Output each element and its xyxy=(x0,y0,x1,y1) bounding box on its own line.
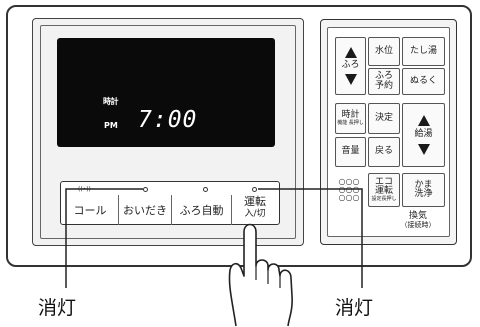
water-level-button[interactable]: 水位 xyxy=(368,37,400,66)
eco-label-1: エコ xyxy=(374,176,393,187)
reheat-button[interactable]: おいだき xyxy=(123,204,167,217)
bath-reserve-button[interactable]: ふろ 予約 xyxy=(368,68,400,95)
bath-reserve-label-1: ふろ xyxy=(374,71,393,82)
lcd-time: 7:00 xyxy=(138,107,198,133)
hot-supply-down-arrow-icon[interactable] xyxy=(417,143,430,155)
led-auto-bath xyxy=(203,187,208,192)
eco-label-2: 運転 xyxy=(374,186,393,197)
bath-label: ふろ xyxy=(341,60,360,71)
tub-clean-button[interactable]: かま 洗浄 xyxy=(402,173,445,207)
lukewarm-button[interactable]: ぬるく xyxy=(402,68,445,95)
right-leader-line xyxy=(258,188,363,288)
left-leader-line xyxy=(65,188,143,288)
led-run xyxy=(252,187,257,192)
callout-light-off-right: 消灯 xyxy=(335,297,374,319)
eco-mode-button[interactable]: エコ 運転 設定長押し xyxy=(368,173,400,207)
clock-button-label: 時計 xyxy=(341,110,360,121)
call-button[interactable]: コール xyxy=(73,204,107,217)
strip-divider xyxy=(118,195,119,225)
add-hot-water-button[interactable]: たし湯 xyxy=(402,37,445,66)
back-button[interactable]: 戻る xyxy=(368,137,400,167)
bath-reserve-label-2: 予約 xyxy=(374,80,393,91)
callout-light-off-left: 消灯 xyxy=(38,297,77,319)
hot-supply-up-arrow-icon[interactable] xyxy=(417,115,430,127)
ventilation-button[interactable]: 換気 （接続時） xyxy=(388,211,448,230)
clock-button-sub: 機能 長押し xyxy=(337,119,364,126)
run-button-label: 運転 xyxy=(244,195,266,208)
bath-up-arrow-icon[interactable] xyxy=(344,47,357,59)
lcd-clock-label: 時計 xyxy=(103,97,119,106)
speaker-holes-row: ○○○ xyxy=(338,193,360,202)
strip-divider xyxy=(231,195,232,225)
tub-clean-label-2: 洗浄 xyxy=(414,189,433,199)
eco-label-3: 設定長押し xyxy=(371,195,397,202)
ventilation-label: 換気 xyxy=(408,211,427,221)
auto-bath-button[interactable]: ふろ自動 xyxy=(179,204,224,217)
run-button[interactable]: 運転 入/切 xyxy=(232,195,278,219)
clock-button[interactable]: 時計 機能 長押し xyxy=(335,103,366,134)
strip-divider xyxy=(171,195,172,225)
lcd-pm-label: PM xyxy=(104,121,118,130)
run-button-sub: 入/切 xyxy=(244,208,266,219)
pointing-hand-icon xyxy=(228,223,293,327)
bath-temp-key[interactable]: ふろ xyxy=(335,37,366,95)
led-reheat xyxy=(143,187,148,192)
main-panel-inner-frame xyxy=(40,25,296,239)
tub-clean-label-1: かま xyxy=(414,179,433,190)
confirm-button[interactable]: 決定 xyxy=(368,103,400,134)
hot-supply-label: 給湯 xyxy=(414,129,433,140)
ventilation-sub: （接続時） xyxy=(400,220,436,229)
lcd-display xyxy=(57,38,275,147)
volume-button[interactable]: 音量 xyxy=(335,137,366,167)
speaker-holes-row: ○○○ xyxy=(338,177,360,186)
bath-down-arrow-icon[interactable] xyxy=(344,73,357,85)
hot-supply-temp-key[interactable]: 給湯 xyxy=(402,103,445,167)
